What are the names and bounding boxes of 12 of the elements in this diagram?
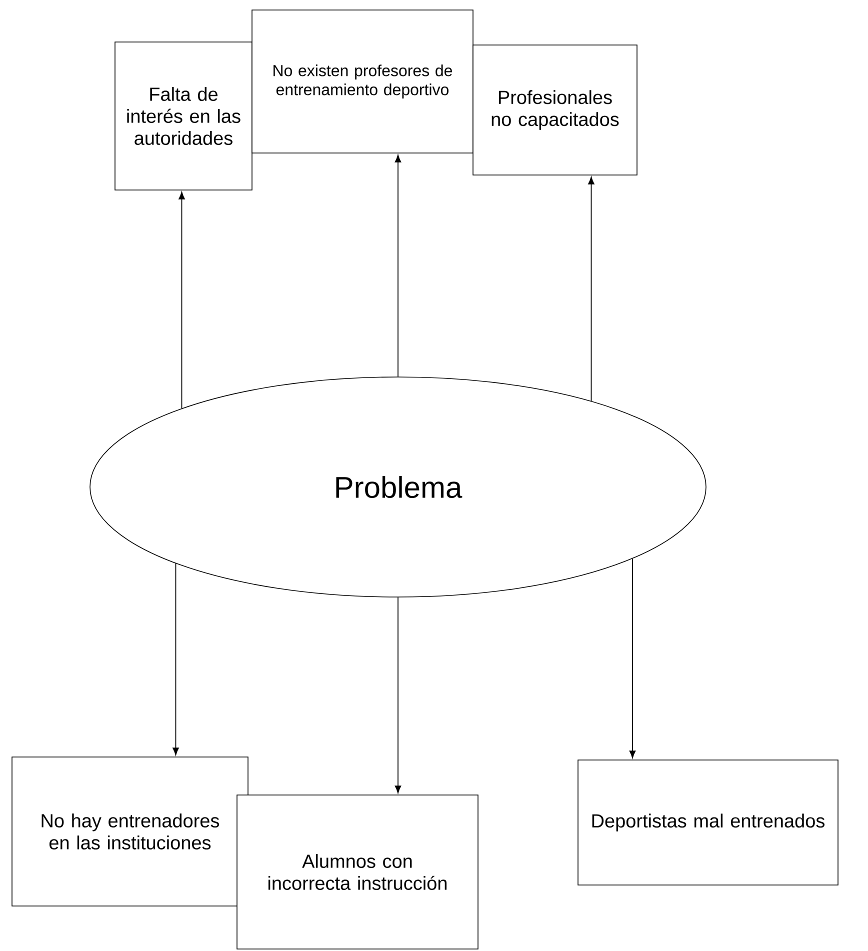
text-box: Falta de interés en las autoridades — [114, 42, 252, 190]
arrow — [629, 558, 636, 758]
text-box: Deportistas mal entrenados — [578, 760, 838, 886]
text-box: Profesionales no capacitados — [472, 44, 638, 176]
arrow — [588, 176, 594, 402]
arrow — [394, 596, 402, 794]
text-box: No existen profesores de entrenamiento deportivo — [252, 10, 474, 154]
arrow — [172, 563, 179, 756]
arrow — [394, 154, 402, 378]
text-box: Alumnos con incorrecta instrucción — [236, 794, 478, 950]
arrow — [178, 192, 185, 409]
text-box: No hay entrenadores en las instituciones — [12, 756, 248, 906]
